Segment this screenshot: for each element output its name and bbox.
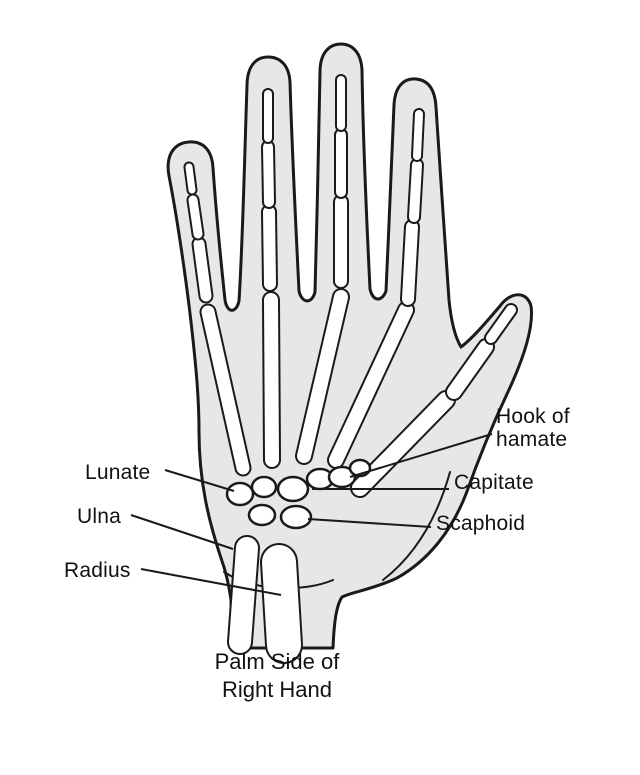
label-ulna: Ulna xyxy=(77,505,121,528)
figure-caption-line1: Palm Side of xyxy=(214,649,340,674)
hook-of-hamate-leader-line xyxy=(349,433,493,478)
scaphoid-leader-line xyxy=(307,518,432,528)
figure-caption: Palm Side of Right Hand xyxy=(157,648,397,704)
label-hook-of-hamate-line1: Hook of xyxy=(496,405,570,428)
figure-caption-line2: Right Hand xyxy=(221,677,333,702)
carpal-bones xyxy=(225,458,372,530)
lunate-leader-line xyxy=(164,469,235,492)
finger-and-forearm-bones xyxy=(183,74,518,664)
label-capitate: Capitate xyxy=(454,471,534,494)
radius-leader-line xyxy=(140,568,282,596)
label-hook-of-hamate-line2: hamate xyxy=(496,428,568,451)
label-radius: Radius xyxy=(64,559,131,582)
leader-lines xyxy=(130,433,493,596)
label-scaphoid: Scaphoid xyxy=(436,512,526,535)
label-lunate: Lunate xyxy=(85,461,151,484)
label-hook-of-hamate: Hook of hamate xyxy=(496,405,570,451)
ulna-leader-line xyxy=(130,514,234,550)
thenar-crease xyxy=(382,471,451,581)
